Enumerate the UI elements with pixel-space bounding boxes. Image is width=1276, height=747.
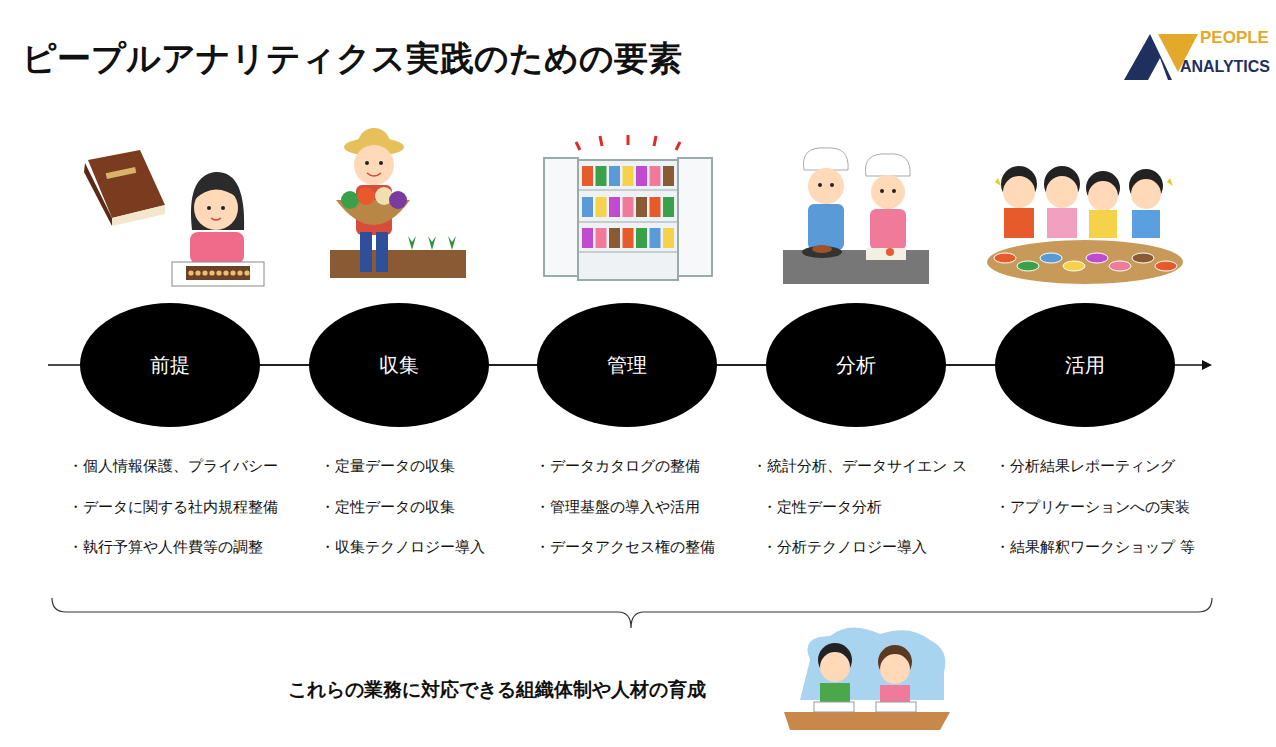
bullet-item: ・定量データの収集: [320, 457, 455, 476]
node-label: 活用: [1065, 352, 1105, 379]
connector: [946, 364, 995, 366]
bullet-item: ・アプリケーションへの実装: [995, 498, 1190, 517]
logo-text: ANALYTICS: [1180, 58, 1270, 76]
bullet-item: ・データに関する社内規程整備: [68, 498, 278, 517]
ellipse-node: 収集: [309, 303, 489, 427]
abacus-girl-illustration: [172, 172, 264, 286]
bullet-item: ・結果解釈ワークショップ 等: [995, 538, 1195, 557]
bullet-item: ・執行予算や人件費等の調整: [68, 538, 263, 557]
bracket: [52, 598, 1212, 628]
footer-note: これらの業務に対応できる組織体制や人材の育成: [288, 677, 706, 703]
bullet-item: ・収集テクノロジー導入: [320, 538, 485, 557]
bullet-item: ・個人情報保護、プライバシー: [68, 457, 278, 476]
farmer-illustration: [330, 128, 466, 278]
logo-text: PEOPLE: [1200, 28, 1269, 48]
title: ピープルアナリティクス実践のための要素: [22, 36, 682, 82]
bullet-item: ・管理基盤の導入や活用: [535, 498, 700, 517]
ellipse-node: 分析: [766, 303, 946, 427]
ellipse-node: 前提: [80, 303, 260, 427]
node-label: 分析: [836, 352, 876, 379]
bullet-item: ・データカタログの整備: [535, 457, 700, 476]
connector: [260, 364, 309, 366]
studying-kids-illustration: [784, 627, 950, 730]
bullet-item: ・データアクセス権の整備: [535, 538, 715, 557]
bullet-item: ・分析テクノロジー導入: [762, 538, 927, 557]
bullet-item: ・定性データ分析: [762, 498, 882, 517]
ellipse-node: 管理: [537, 303, 717, 427]
connector: [717, 364, 766, 366]
bullet-item: ・統計分析、データサイエン ス: [752, 457, 967, 476]
bullet-item: ・定性データの収集: [320, 498, 455, 517]
node-label: 前提: [150, 352, 190, 379]
timeline-arrowhead: [1202, 360, 1212, 370]
law-book-illustration: [84, 150, 165, 226]
connector: [489, 364, 537, 366]
fridge-illustration: [544, 135, 712, 280]
node-label: 管理: [607, 352, 647, 379]
bullet-item: ・分析結果レポーティング: [995, 457, 1175, 476]
ellipse-node: 活用: [995, 303, 1175, 427]
chefs-illustration: [783, 148, 929, 284]
node-label: 収集: [379, 352, 419, 379]
family-meal-illustration: [987, 166, 1183, 284]
